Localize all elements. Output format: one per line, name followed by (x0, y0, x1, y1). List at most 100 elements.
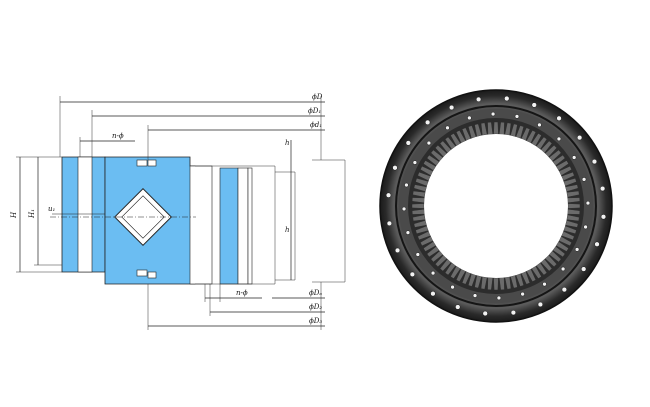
label-nphi-bottom: n-ϕ (236, 289, 248, 297)
gear-tooth (565, 184, 579, 192)
hole-icon (571, 155, 577, 160)
hole-icon (583, 224, 588, 230)
hole-icon (585, 200, 591, 206)
gear-tooth (531, 265, 542, 279)
outer-ring-edge (379, 89, 613, 323)
gear-tooth (468, 273, 477, 287)
hole-icon (430, 291, 436, 297)
hole-icon (561, 286, 568, 293)
hole-icon (386, 220, 393, 227)
gear-tooth (435, 145, 448, 158)
hole-icon (542, 281, 547, 287)
hole-icon (385, 192, 392, 198)
label-H1: H₁ (28, 209, 36, 219)
hole-icon (537, 122, 542, 128)
hole-icon (591, 158, 598, 165)
seal-top-2 (147, 159, 157, 167)
gear-tooth (526, 268, 537, 282)
gear-teeth-icon (411, 121, 581, 291)
hole-icon (455, 304, 461, 310)
tooth-root-band (237, 167, 249, 285)
gear-tooth (426, 154, 440, 166)
hole-icon (537, 301, 544, 308)
label-H: H (10, 211, 18, 219)
gear-tooth (423, 241, 437, 252)
hole-icon (581, 266, 587, 272)
outline-right-3 (312, 159, 346, 283)
label-D1: ϕD₁ (308, 107, 321, 115)
hole-icon (496, 295, 502, 301)
hole-icon (594, 241, 600, 247)
label-D: ϕD (312, 93, 323, 101)
ball-raceway-inner (121, 195, 165, 239)
gear-tooth (420, 236, 434, 247)
hole-icon (490, 111, 496, 117)
gear-tooth (439, 258, 452, 272)
gear-band (189, 165, 213, 285)
label-nphi-top: n-ϕ (112, 132, 124, 140)
hole-icon (409, 271, 416, 278)
hole-icon (560, 266, 566, 272)
hole-icon (504, 95, 510, 102)
gear-tooth (536, 136, 548, 150)
hole-icon (426, 140, 432, 146)
hole-icon (574, 247, 580, 252)
label-D3: ϕD₃ (309, 317, 322, 325)
hole-icon (520, 291, 525, 297)
label-u1: u₁ (48, 205, 56, 213)
ring-groove (395, 105, 597, 307)
outline-right (195, 165, 276, 285)
gear-tooth (411, 203, 425, 209)
hole-icon (405, 230, 411, 235)
gear-tooth (498, 121, 505, 135)
label-d1: ϕd₁ (310, 121, 322, 129)
hole-icon (392, 165, 398, 171)
hole-icon (445, 125, 450, 131)
hole-icon (401, 206, 407, 212)
bearing-photo (379, 89, 613, 323)
seal-bottom-2 (147, 271, 157, 279)
hole-icon (424, 119, 431, 126)
outer-holes (385, 95, 607, 317)
gear-tooth (540, 140, 553, 154)
gear-tooth (563, 225, 577, 234)
gear-tooth (567, 208, 581, 215)
label-h-top: h (285, 139, 290, 147)
hole-icon (415, 252, 421, 257)
gear-tooth (468, 125, 477, 139)
hole-icon (514, 114, 520, 119)
hole-icon (412, 160, 418, 165)
hole-icon (448, 104, 455, 111)
hole-icon (475, 96, 482, 103)
gear-tooth (504, 276, 512, 290)
hole-icon (600, 214, 607, 220)
label-D2: ϕD₂ (309, 303, 322, 311)
cross-section-drawing: ϕD ϕD₁ ϕd₁ n-ϕ ϕDₐ ϕD₂ ϕD₃ n-ϕ H H₁ h h … (10, 93, 346, 330)
seal-bottom (136, 269, 148, 277)
gear-tooth (415, 178, 429, 187)
tooth-tip-band (247, 167, 253, 285)
inner-holes (401, 111, 591, 301)
hole-icon (430, 270, 436, 276)
mount-hole-outer (77, 156, 93, 273)
hole-icon (404, 182, 409, 188)
hole-icon (581, 177, 587, 182)
gear-tooth (493, 121, 499, 135)
gear-tooth (521, 127, 531, 141)
gear-tooth (444, 262, 456, 276)
hole-icon (576, 134, 583, 141)
label-Da: ϕDₐ (309, 289, 322, 297)
gear-tooth (412, 214, 426, 222)
hole-icon (556, 115, 562, 121)
gear-tooth (521, 271, 531, 285)
gear-tooth (417, 231, 431, 241)
hole-icon (599, 185, 606, 192)
gear-tooth (558, 165, 572, 176)
gear-tooth (567, 203, 581, 209)
bore (424, 134, 568, 278)
hole-icon (556, 136, 562, 142)
gear-tooth (439, 140, 452, 154)
hole-icon (467, 115, 472, 121)
outline-right-2 (275, 171, 296, 281)
gear-tooth (510, 123, 518, 137)
